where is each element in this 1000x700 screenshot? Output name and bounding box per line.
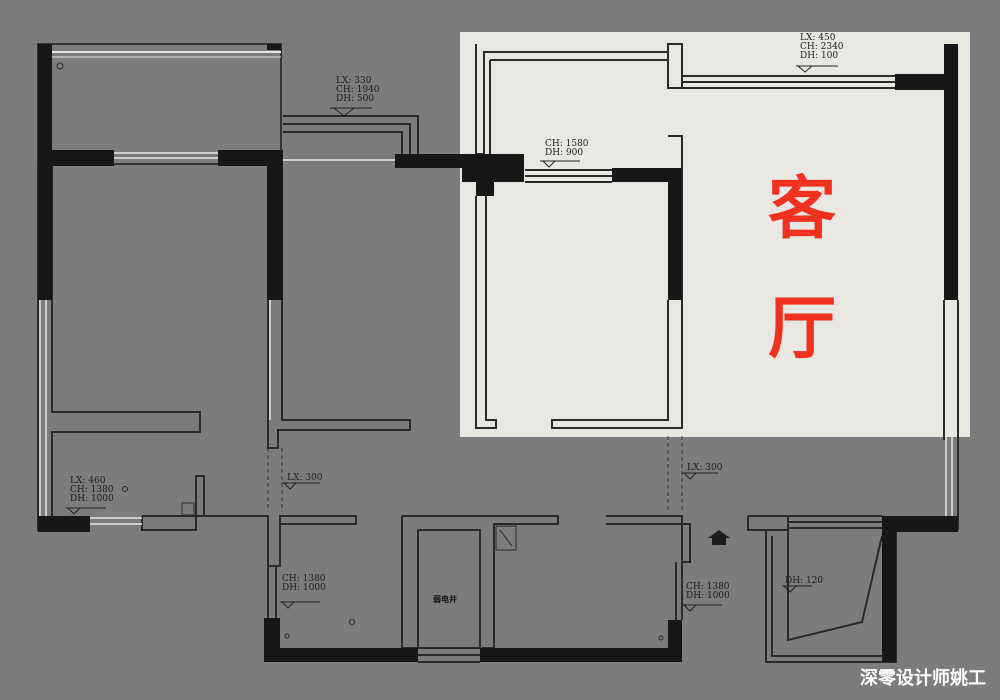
entry-arrow-icon xyxy=(708,530,730,545)
window-dh: DH: 900 xyxy=(545,148,584,158)
window-label-living-inner: CH: 1580 DH: 900 xyxy=(545,140,589,158)
window-lx: LX: 330 xyxy=(336,76,372,86)
window-lx: LX: 460 xyxy=(70,476,106,486)
door-openings xyxy=(267,436,683,512)
window-dh: DH: 100 xyxy=(800,51,839,61)
living-room-char-2: 厅 xyxy=(768,290,837,369)
window-label-bottom-left: CH: 1380 DH: 1000 xyxy=(282,575,326,593)
window-ch: CH: 1380 xyxy=(686,582,730,592)
window-lx: LX: 450 xyxy=(800,33,836,43)
solid-walls xyxy=(38,44,958,662)
window-label-left-bottom: LX: 460 CH: 1380 DH: 1000 xyxy=(70,477,114,504)
window-label-top-right: LX: 450 CH: 2340 DH: 100 xyxy=(800,34,844,61)
level-markers xyxy=(66,65,838,612)
window-label-balcony: DH: 120 xyxy=(785,576,824,586)
window-ch: CH: 1940 xyxy=(336,85,380,95)
weak-current-shaft-label: 弱电井 xyxy=(433,595,457,604)
living-room-char-1: 客 xyxy=(768,170,837,249)
window-ch: CH: 1380 xyxy=(70,485,114,495)
fixtures xyxy=(56,62,664,649)
door-label-mid-right: LX: 300 xyxy=(687,463,723,473)
window-ch: CH: 1380 xyxy=(282,574,326,584)
window-label-bottom-right: CH: 1380 DH: 1000 xyxy=(686,583,730,601)
watermark: 深零设计师姚工 xyxy=(860,668,986,689)
window-ch: CH: 2340 xyxy=(800,42,844,52)
window-dh: DH: 500 xyxy=(336,94,375,104)
window-dh: DH: 1000 xyxy=(282,583,326,593)
windows xyxy=(39,152,953,525)
window-dh: DH: 1000 xyxy=(686,591,730,601)
living-room-highlight xyxy=(460,32,970,437)
door-label-mid-left: LX: 300 xyxy=(287,473,323,483)
window-ch: CH: 1580 xyxy=(545,139,589,149)
window-label-top-mid: LX: 330 CH: 1940 DH: 500 xyxy=(336,77,380,104)
window-dh: DH: 1000 xyxy=(70,494,114,504)
